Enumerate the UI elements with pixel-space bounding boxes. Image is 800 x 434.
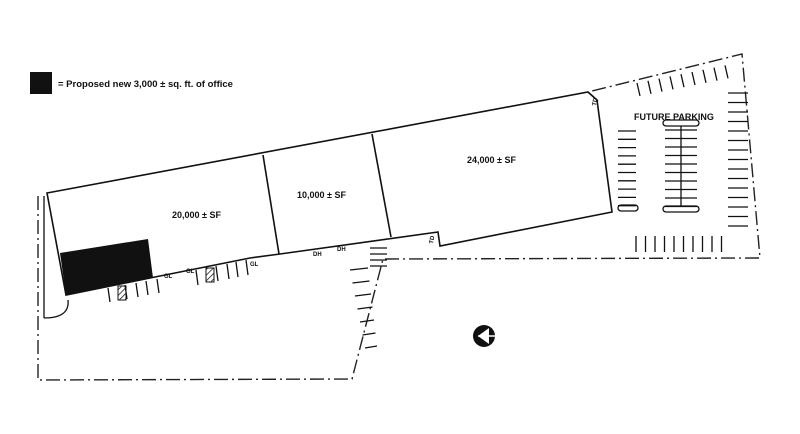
door-label-gl: GL: [250, 262, 259, 268]
future-parking-label: FUTURE PARKING: [634, 112, 714, 122]
ramp-hatch: [205, 267, 215, 283]
door-label-td: TD: [429, 235, 436, 245]
parking-stall-line: [658, 78, 663, 92]
south-lot-stalls: [349, 247, 387, 349]
parking-stall-line: [362, 332, 376, 336]
door-label-dh: DH: [313, 252, 322, 258]
parking-stall-line: [713, 67, 718, 81]
area-label-20000: 20,000 ± SF: [172, 210, 221, 220]
parking-stall-line: [357, 306, 373, 310]
north-arrow-icon: [473, 325, 495, 347]
parking-stall-line: [636, 82, 641, 97]
door-label-gl: GL: [186, 269, 195, 275]
parking-stall-line: [364, 345, 378, 349]
area-label-10000: 10,000 ± SF: [297, 190, 346, 200]
parking-stall-line: [352, 280, 370, 284]
area-label-24000: 24,000 ± SF: [467, 155, 516, 165]
parking-stall-line: [647, 80, 652, 94]
parking-stall-line: [669, 76, 674, 90]
legend-text: = Proposed new 3,000 ± sq. ft. of office: [58, 79, 233, 90]
door-label-td: TD: [592, 97, 599, 107]
parking-stall-line: [702, 69, 707, 83]
future-parking-stalls: [618, 65, 748, 252]
door-label-gl: GL: [164, 274, 173, 280]
parking-stall-line: [354, 293, 372, 297]
property-line: [37, 53, 761, 381]
parking-stall-line: [691, 71, 696, 86]
door-label-dh: DH: [337, 247, 346, 253]
proposed-office-block: [60, 239, 153, 295]
legend-swatch: [30, 72, 52, 94]
parking-stall-line: [359, 319, 375, 323]
island-end: [617, 204, 639, 212]
drive-curve: [43, 299, 69, 319]
parking-stall-line: [724, 65, 729, 79]
wall-divider-1: [262, 154, 280, 255]
corner-detail: [587, 91, 599, 102]
wall-divider-2: [371, 133, 392, 238]
ramp-hatch: [117, 285, 127, 301]
parking-stall-line: [680, 74, 685, 88]
parking-stall-line: [349, 267, 369, 271]
